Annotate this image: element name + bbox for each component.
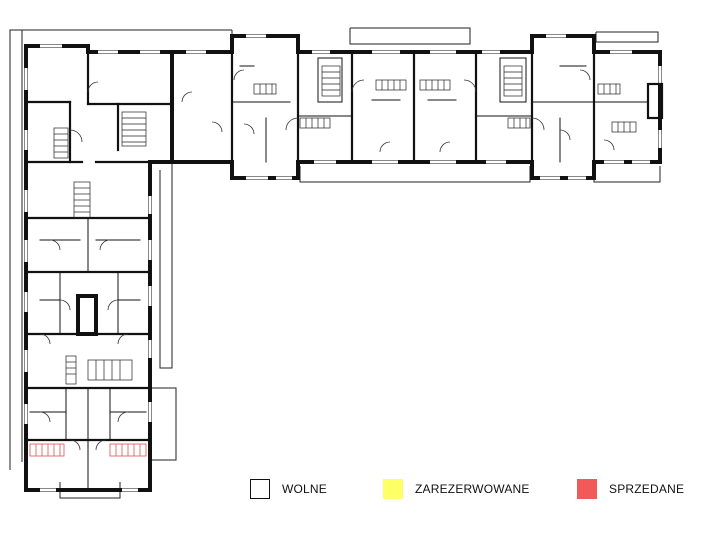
stairs — [53, 65, 637, 385]
legend-item-wolne: WOLNE — [250, 478, 327, 500]
windows — [24, 34, 662, 492]
sold-units — [29, 443, 147, 457]
door-swings — [39, 69, 615, 451]
legend-label-wolne: WOLNE — [282, 482, 328, 496]
legend-item-sprzedane: SPRZEDANE — [577, 478, 684, 500]
legend-swatch-sprzedane — [577, 479, 597, 499]
legend-swatch-zarezerwowane — [383, 479, 403, 499]
legend-label-zarezerwowane: ZAREZERWOWANE — [415, 482, 530, 496]
legend-label-sprzedane: SPRZEDANE — [609, 482, 685, 496]
legend-item-zarezerwowane: ZAREZERWOWANE — [383, 478, 530, 500]
north-wing-walls — [230, 50, 664, 164]
legend-swatch-wolne — [250, 479, 270, 499]
balcony-outline — [9, 27, 661, 499]
